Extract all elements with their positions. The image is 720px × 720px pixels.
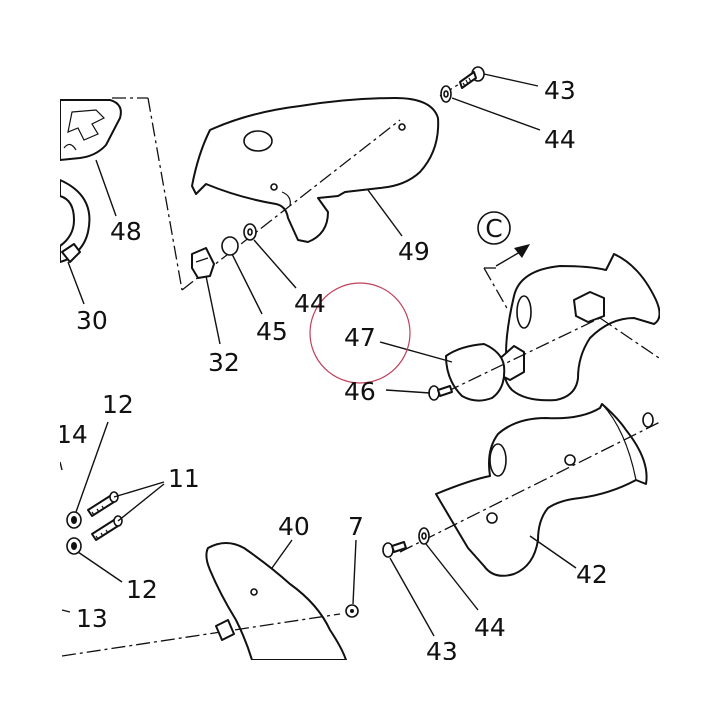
washer-12-upper <box>66 511 82 529</box>
label-48: 48 <box>110 217 142 246</box>
label-12-top: 12 <box>102 390 134 419</box>
screw-11-upper <box>87 491 119 517</box>
label-12-bottom: 12 <box>126 575 158 604</box>
detail-marker-c: C <box>477 211 511 245</box>
part-number-labels: 43 44 48 49 30 44 45 32 47 46 12 14 11 1… <box>56 76 608 666</box>
label-45: 45 <box>256 317 288 346</box>
label-32: 32 <box>208 348 240 377</box>
label-44-top: 44 <box>544 125 576 154</box>
label-43-top: 43 <box>544 76 576 105</box>
label-30: 30 <box>76 306 108 335</box>
part-48 <box>59 99 122 161</box>
part-42 <box>435 403 648 577</box>
screw-11-lower <box>91 515 123 541</box>
label-40: 40 <box>278 512 310 541</box>
washer-44-mid <box>243 223 257 241</box>
right-crop-mask <box>660 0 720 720</box>
hardware <box>66 66 654 641</box>
label-7: 7 <box>348 512 364 541</box>
label-14: 14 <box>56 420 88 449</box>
part-49 <box>191 97 440 243</box>
part-40 <box>205 542 347 661</box>
washer-44-bottom <box>418 527 430 545</box>
bottom-crop-mask <box>0 660 720 720</box>
part-30 <box>59 179 91 263</box>
highlight-circle <box>309 282 411 384</box>
washer-right-edge <box>642 412 654 428</box>
screw-46 <box>428 385 453 401</box>
leader-lines <box>59 73 577 637</box>
left-crop-mask <box>0 0 60 720</box>
assembly-axis-lines <box>61 75 663 657</box>
label-44-mid: 44 <box>294 289 326 318</box>
washer-12-lower <box>66 537 82 555</box>
detail-c-arrow <box>495 244 530 267</box>
clip-on-part-40 <box>215 619 235 641</box>
detail-marker-letter: C <box>485 214 502 243</box>
screw-43-top <box>459 66 485 89</box>
label-13: 13 <box>76 604 108 633</box>
screw-43-bottom <box>382 541 407 558</box>
label-47: 47 <box>344 323 376 352</box>
washer-45 <box>221 236 239 256</box>
part-47 <box>445 343 506 402</box>
grommet-7 <box>345 604 359 618</box>
label-11: 11 <box>168 464 200 493</box>
label-44-bottom: 44 <box>474 613 506 642</box>
part-detail-c-bracket <box>495 253 661 402</box>
washer-44-top <box>440 85 452 103</box>
label-49: 49 <box>398 237 430 266</box>
clip-32 <box>191 247 215 279</box>
label-42: 42 <box>576 560 608 589</box>
label-46: 46 <box>344 377 376 406</box>
